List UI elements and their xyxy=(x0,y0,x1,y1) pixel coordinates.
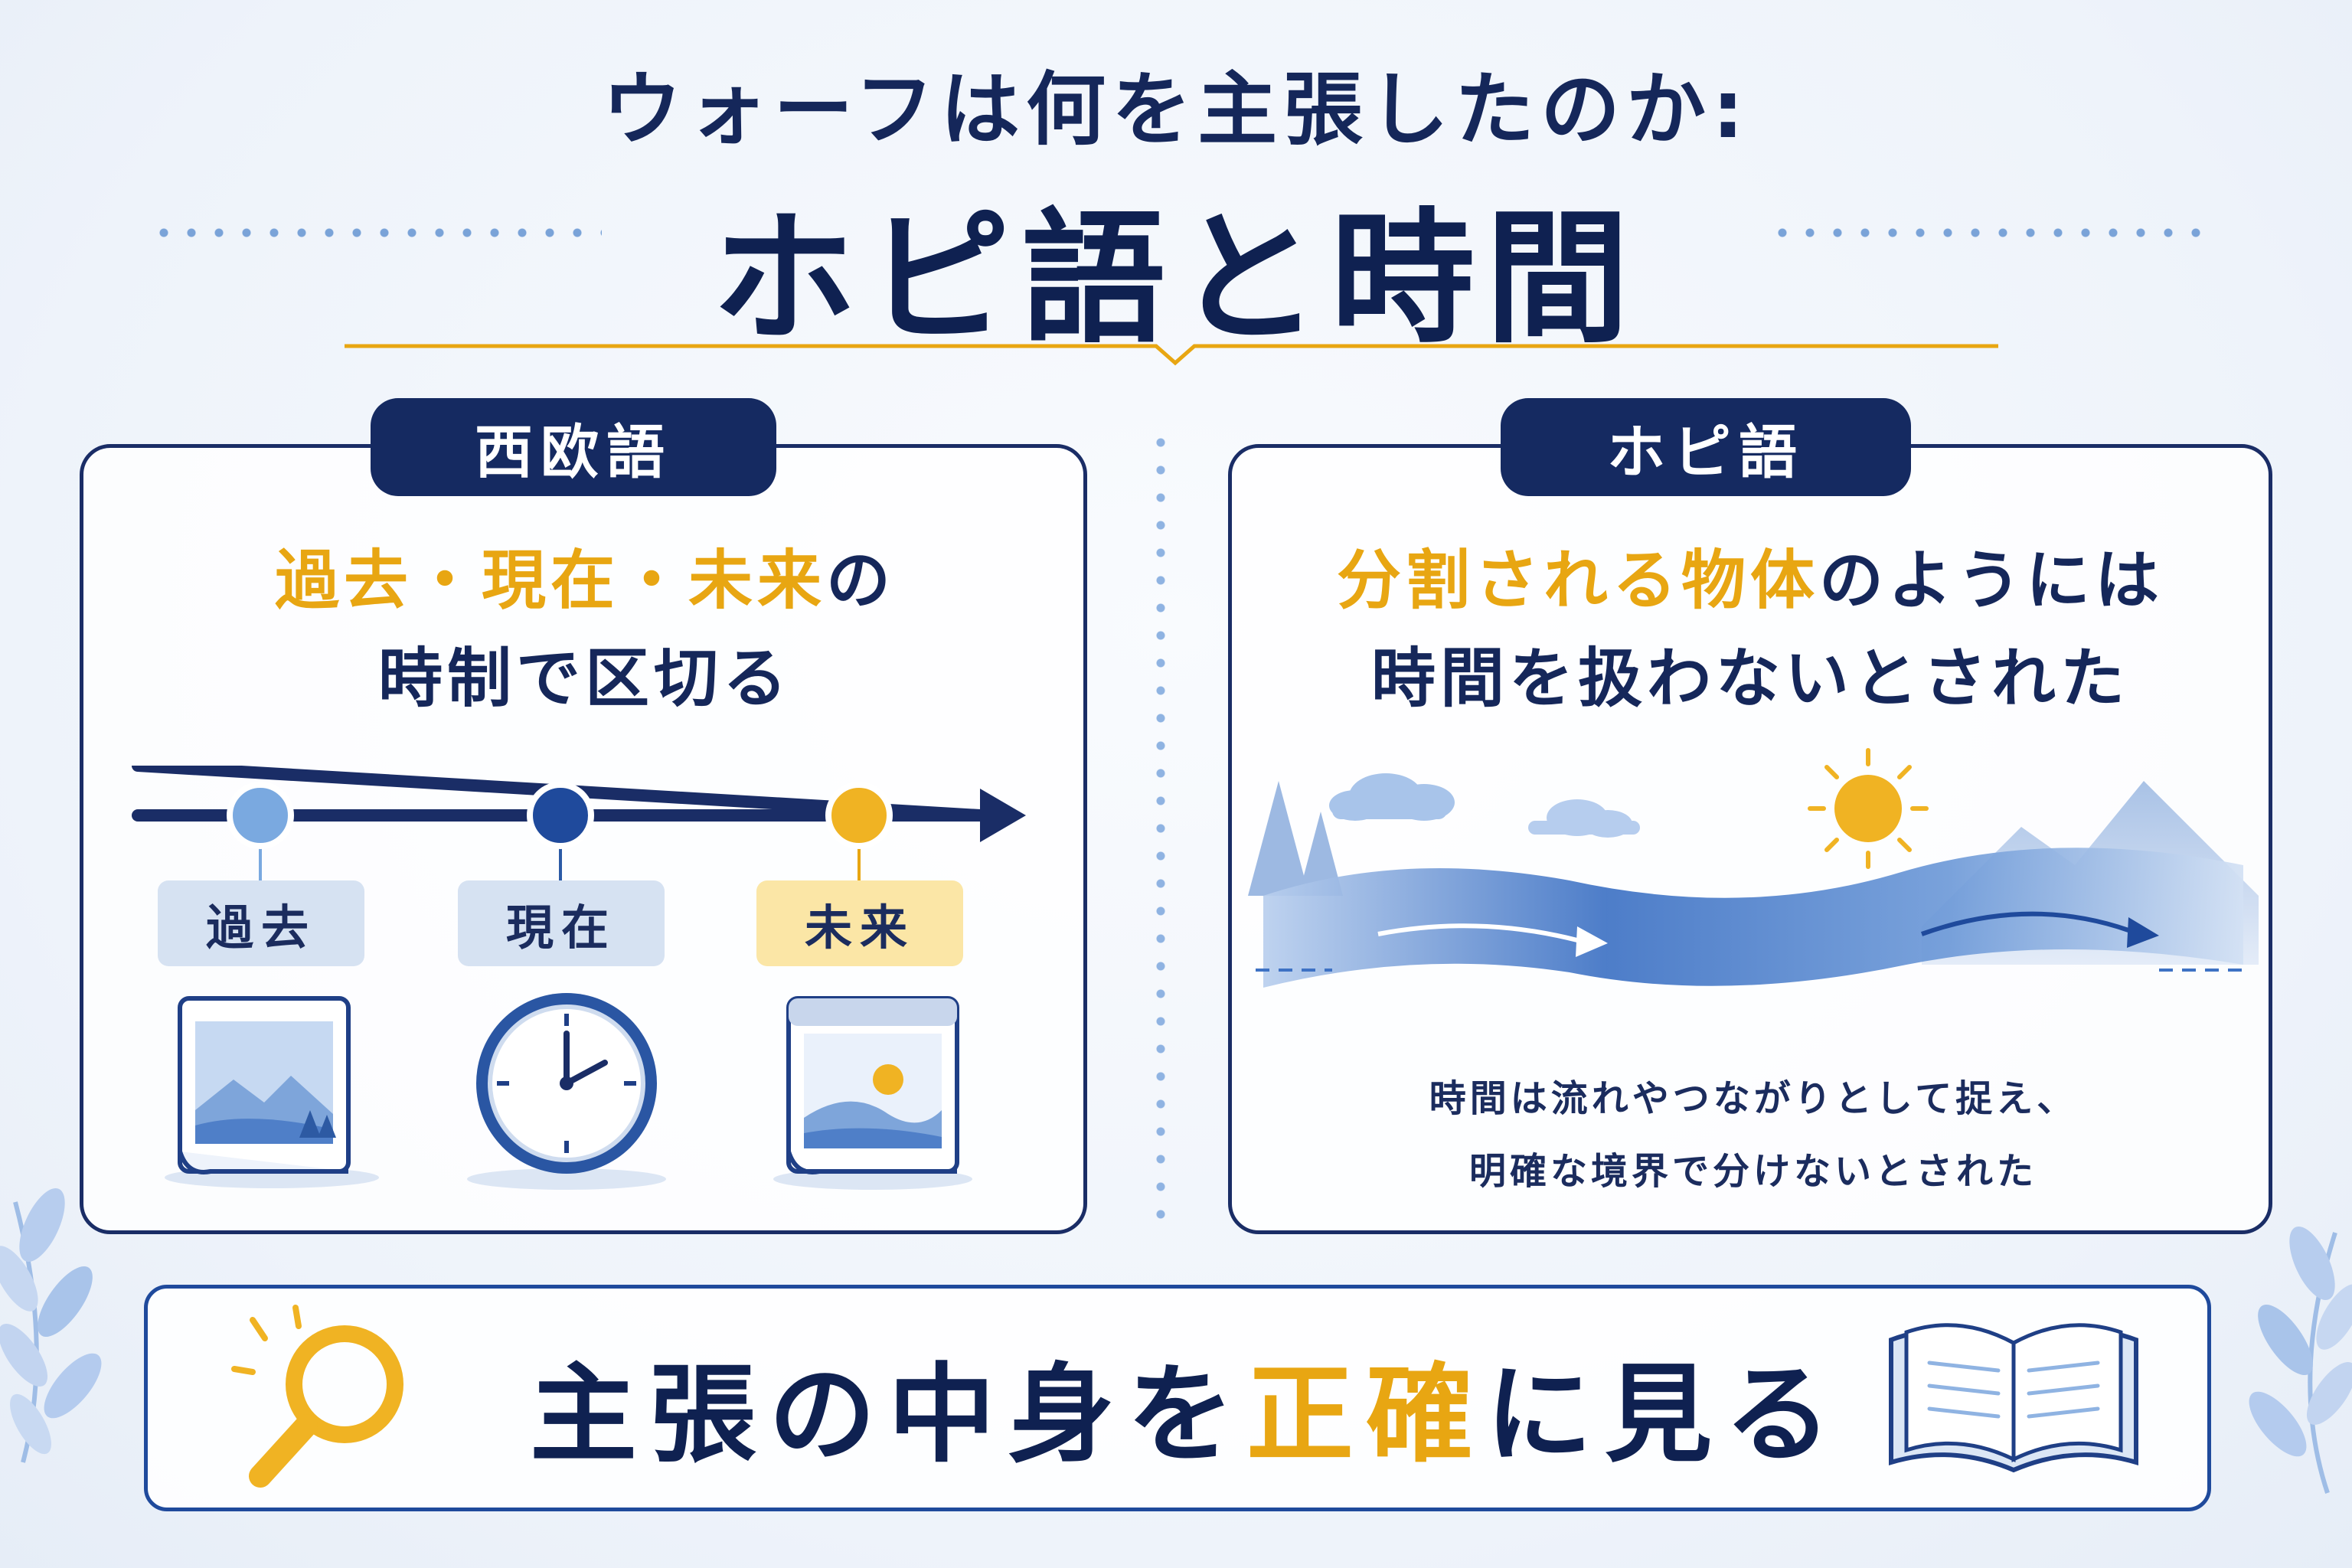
takeaway-text-before: 主張の中身を xyxy=(529,1353,1246,1478)
western-headline: 過去・現在・未来の 時制で区切る xyxy=(118,531,1052,727)
leaf-branch-icon xyxy=(0,1187,102,1463)
title-subtitle: ウォーフは何を主張したのか: xyxy=(602,63,1750,156)
future-marker xyxy=(825,782,893,849)
hopi-headline-highlight: 分割される物体 xyxy=(1336,543,1819,618)
takeaway-text-after: に見る xyxy=(1485,1353,1844,1478)
hopi-headline: 分割される物体のようには 時間を扱わないとされた xyxy=(1251,531,2249,727)
tense-timeline xyxy=(132,766,1026,880)
present-marker xyxy=(527,782,594,849)
western-headline-rest: の xyxy=(826,543,896,618)
western-headline-line2: 時制で区切る xyxy=(377,641,792,716)
hopi-headline-line2: 時間を扱わないとされた xyxy=(1370,641,2129,716)
landscape-calendar-icon xyxy=(165,996,379,1188)
hopi-language-tab: ホピ語 xyxy=(1501,398,1911,496)
takeaway-banner xyxy=(144,1285,2211,1511)
page-title: ホピ語と時間 xyxy=(712,195,1640,363)
open-book-icon xyxy=(1889,1323,2138,1473)
takeaway-text-highlight: 正確 xyxy=(1246,1353,1485,1478)
magnifier-icon xyxy=(231,1305,403,1488)
future-label: 未来 xyxy=(756,880,963,966)
sun-icon xyxy=(1808,748,1929,869)
tree-icon xyxy=(1248,781,1343,896)
leaf-branch-icon xyxy=(2249,1226,2352,1494)
title-divider-dots-right xyxy=(1769,227,2213,238)
present-label: 現在 xyxy=(458,880,665,966)
title-underline xyxy=(345,344,1998,366)
time-flow-illustration xyxy=(1248,748,2259,988)
takeaway-text: 主張の中身を正確に見る xyxy=(459,1328,1914,1483)
hopi-caption-line1: 時間は流れやつながりとして捉え、 xyxy=(1429,1077,2078,1120)
western-headline-highlight: 過去・現在・未来 xyxy=(274,543,826,618)
hopi-caption-line2: 明確な境界で分けないとされた xyxy=(1468,1150,2037,1193)
cloud-icon xyxy=(1329,773,1455,821)
western-language-tab: 西欧語 xyxy=(371,398,776,496)
past-label: 過去 xyxy=(158,880,364,966)
title-divider-dots-left xyxy=(150,227,602,238)
sun-calendar-icon xyxy=(773,996,972,1190)
center-divider-dots xyxy=(1155,429,1166,1225)
hopi-headline-rest: のようには xyxy=(1819,543,2164,618)
clock-icon xyxy=(467,993,666,1190)
past-marker xyxy=(227,782,294,849)
